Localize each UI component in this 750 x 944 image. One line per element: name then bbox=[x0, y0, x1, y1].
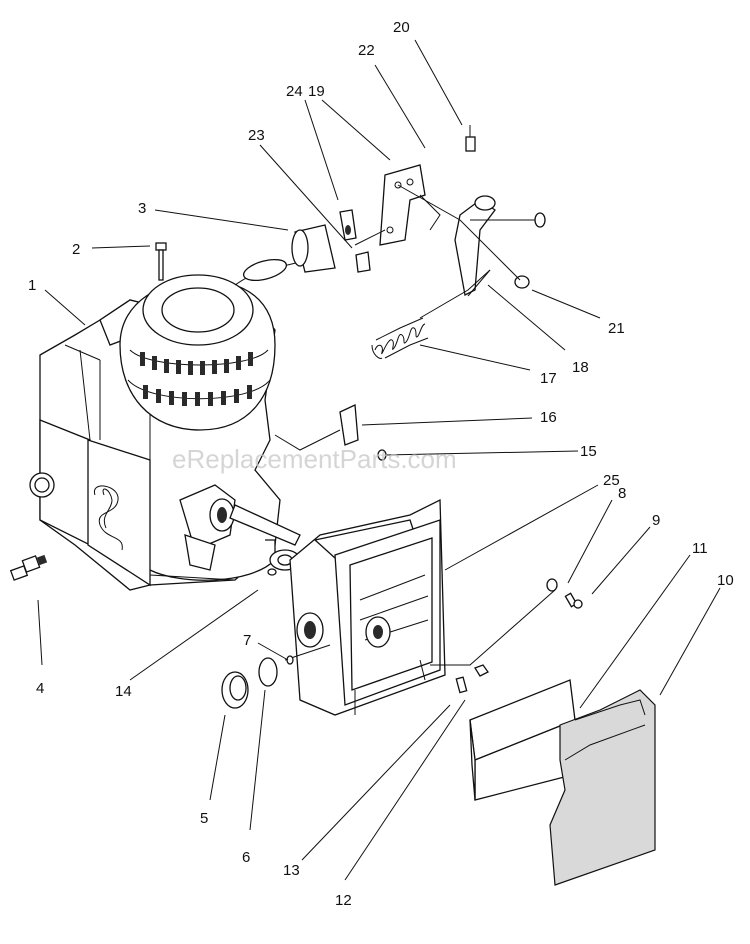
callout-17: 17 bbox=[540, 370, 557, 387]
callout-6: 6 bbox=[242, 849, 250, 866]
washer-8 bbox=[546, 578, 558, 592]
callout-20: 20 bbox=[393, 19, 410, 36]
sensor-4 bbox=[9, 554, 48, 581]
callout-23: 23 bbox=[248, 127, 265, 144]
nut-12 bbox=[474, 664, 489, 677]
spring bbox=[371, 317, 429, 359]
callout-12: 12 bbox=[335, 892, 352, 909]
callout-11: 11 bbox=[692, 540, 708, 557]
leader-lines bbox=[37, 39, 721, 881]
air-cleaner-base bbox=[289, 498, 446, 716]
callout-5: 5 bbox=[200, 810, 208, 827]
callout-15: 15 bbox=[580, 443, 597, 460]
clip-24 bbox=[339, 209, 357, 241]
callout-8: 8 bbox=[618, 485, 626, 502]
screw-9 bbox=[564, 592, 583, 609]
starter-vents bbox=[140, 352, 253, 406]
callout-22: 22 bbox=[358, 42, 375, 59]
bracket bbox=[379, 164, 441, 246]
throttle-lever bbox=[419, 195, 546, 319]
starter-handle bbox=[234, 224, 336, 286]
callout-16: 16 bbox=[540, 409, 557, 426]
breather-cap bbox=[221, 671, 249, 709]
callout-13: 13 bbox=[283, 862, 300, 879]
clip-23 bbox=[355, 251, 371, 273]
bolt-20 bbox=[465, 125, 476, 152]
callout-7: 7 bbox=[243, 632, 251, 649]
callout-1: 1 bbox=[28, 277, 36, 294]
callout-24: 24 bbox=[286, 83, 303, 100]
callout-14: 14 bbox=[115, 683, 132, 700]
breather-disk bbox=[258, 657, 278, 687]
bolt-2 bbox=[155, 242, 167, 281]
callout-3: 3 bbox=[138, 200, 146, 217]
prefilter bbox=[469, 679, 576, 801]
callout-9: 9 bbox=[652, 512, 660, 529]
callout-labels: 1 2 3 4 5 6 7 8 9 10 11 12 13 14 15 16 1… bbox=[28, 19, 734, 909]
callout-10: 10 bbox=[717, 572, 734, 589]
callout-4: 4 bbox=[36, 680, 44, 697]
callout-21: 21 bbox=[608, 320, 625, 337]
cover bbox=[549, 689, 656, 886]
callout-18: 18 bbox=[572, 359, 589, 376]
stud-13 bbox=[455, 676, 468, 694]
callout-19: 19 bbox=[308, 83, 325, 100]
callout-25: 25 bbox=[603, 472, 620, 489]
callout-2: 2 bbox=[72, 241, 80, 258]
recoil-starter bbox=[119, 274, 276, 431]
assembly-lines bbox=[274, 184, 556, 666]
watermark: eReplacementParts.com bbox=[172, 444, 457, 474]
plate-16 bbox=[339, 404, 359, 446]
tube-7 bbox=[284, 644, 331, 665]
